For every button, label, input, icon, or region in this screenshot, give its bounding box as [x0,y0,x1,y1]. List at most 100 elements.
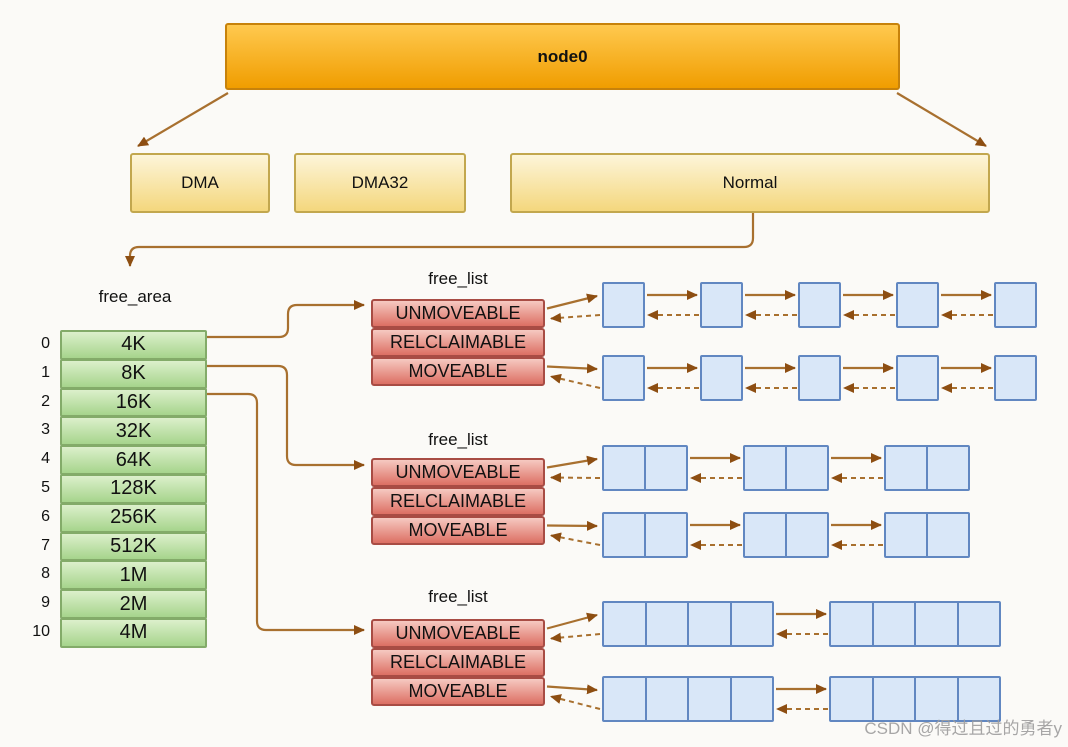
free-area-cell: 1M [60,560,207,591]
free-area-cell: 4K [60,330,207,360]
free-area-order-index: 9 [41,594,50,612]
page-block-node [743,512,829,558]
free-list-row-relclaimable: RELCLAIMABLE [371,648,545,677]
free-list-row-unmoveable: UNMOVEABLE [371,299,545,328]
prev-link-arrow [550,532,601,546]
page-cell [604,603,647,645]
page-block-node [994,282,1037,328]
page-cell [898,357,937,399]
free-area-cell: 8K [60,358,207,389]
page-cell [928,447,968,489]
page-cell [996,357,1035,399]
free-area-order-index: 4 [41,450,50,468]
page-cell [604,357,643,399]
page-cell [702,357,741,399]
page-cell [800,284,839,326]
page-cell [604,514,646,556]
next-link-arrow [546,363,598,374]
page-cell [604,284,643,326]
next-link-arrow [896,92,987,147]
page-block-node [798,282,841,328]
next-link-arrow [546,455,598,469]
page-block-node [829,601,1001,647]
page-cell [604,678,647,720]
free-area-cell: 2M [60,589,207,619]
free-area-cell: 32K [60,416,207,447]
free-list-row-moveable: MOVEABLE [371,516,545,545]
prev-link-arrow [550,312,601,323]
page-block-node [602,355,645,401]
page-cell [787,514,827,556]
free-area-order-index: 7 [41,536,50,554]
page-block-node [743,445,829,491]
page-block-node [602,445,688,491]
prev-link-arrow [550,373,601,389]
page-cell [732,603,773,645]
page-block-node [602,282,645,328]
page-cell [689,678,732,720]
page-cell [745,514,787,556]
csdn-watermark: CSDN @得过且过的勇者y [864,719,1062,738]
free-area-cell: 16K [60,387,207,418]
free-area-cell: 128K [60,474,207,504]
free-list-row-moveable: MOVEABLE [371,677,545,706]
page-cell [886,447,928,489]
page-cell [928,514,968,556]
free-area-order-index: 6 [41,507,50,525]
free-list-row-unmoveable: UNMOVEABLE [371,619,545,648]
next-link-arrow [137,92,229,147]
page-cell [646,514,686,556]
page-cell [898,284,937,326]
prev-link-arrow [550,694,601,710]
zone-box-normal: Normal [510,153,990,213]
page-block-node [896,355,939,401]
page-cell [916,603,959,645]
page-cell [647,678,689,720]
page-cell [874,603,916,645]
free-area-order-index: 8 [41,565,50,583]
page-cell [787,447,827,489]
free-area-cell: 64K [60,445,207,475]
free-list-row-unmoveable: UNMOVEABLE [371,458,545,487]
next-link-arrow [546,293,598,310]
page-cell [702,284,741,326]
page-cell [886,514,928,556]
page-block-node [884,512,970,558]
free-area-cell: 256K [60,502,207,533]
page-cell [732,678,773,720]
next-link-arrow [207,392,365,635]
free-list-title: free_list [428,430,488,449]
page-block-node [700,282,743,328]
prev-link-arrow [550,632,601,643]
page-block-node [602,512,688,558]
free-list-title: free_list [428,269,488,288]
page-cell [646,447,686,489]
free-list-row-relclaimable: RELCLAIMABLE [371,487,545,516]
page-block-node [700,355,743,401]
next-link-arrow [546,684,598,695]
node0-box: node0 [225,23,900,90]
zone-box-dma32: DMA32 [294,153,466,213]
free-area-order-index: 10 [32,623,50,640]
free-area-order-index: 3 [41,421,50,439]
zone-box-dma: DMA [130,153,270,213]
page-block-node [896,282,939,328]
page-block-node [884,445,970,491]
next-link-arrow [207,300,365,339]
page-cell [831,678,874,720]
free-list-title: free_list [428,587,488,606]
free-area-cell: 512K [60,531,207,562]
next-link-arrow [207,364,365,470]
prev-link-arrow [550,472,601,483]
free-area-order-index: 0 [41,335,50,352]
page-block-node [798,355,841,401]
page-cell [916,678,959,720]
page-block-node [602,676,774,722]
page-cell [959,603,1000,645]
free-area-order-index: 5 [41,479,50,496]
page-block-node [994,355,1037,401]
free-list-row-relclaimable: RELCLAIMABLE [371,328,545,357]
page-block-node [602,601,774,647]
page-cell [874,678,916,720]
